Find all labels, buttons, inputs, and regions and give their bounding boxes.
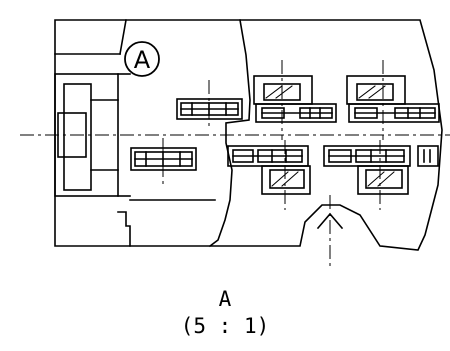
- scale-label: (5 : 1): [180, 314, 270, 338]
- centerlines: [20, 60, 450, 268]
- bearing-lower-2: [323, 145, 411, 195]
- view-label: A: [218, 287, 232, 311]
- callout-marker: A: [124, 41, 160, 77]
- hatching: [265, 85, 395, 187]
- callout-letter: A: [134, 46, 151, 74]
- housing-outline: [54, 19, 443, 251]
- bearing-lower-1: [227, 145, 311, 195]
- bearing-lower-3: [417, 145, 439, 167]
- break-line: [208, 19, 251, 248]
- bearing-upper-1: [253, 75, 337, 123]
- bearing-upper-2: [346, 75, 440, 123]
